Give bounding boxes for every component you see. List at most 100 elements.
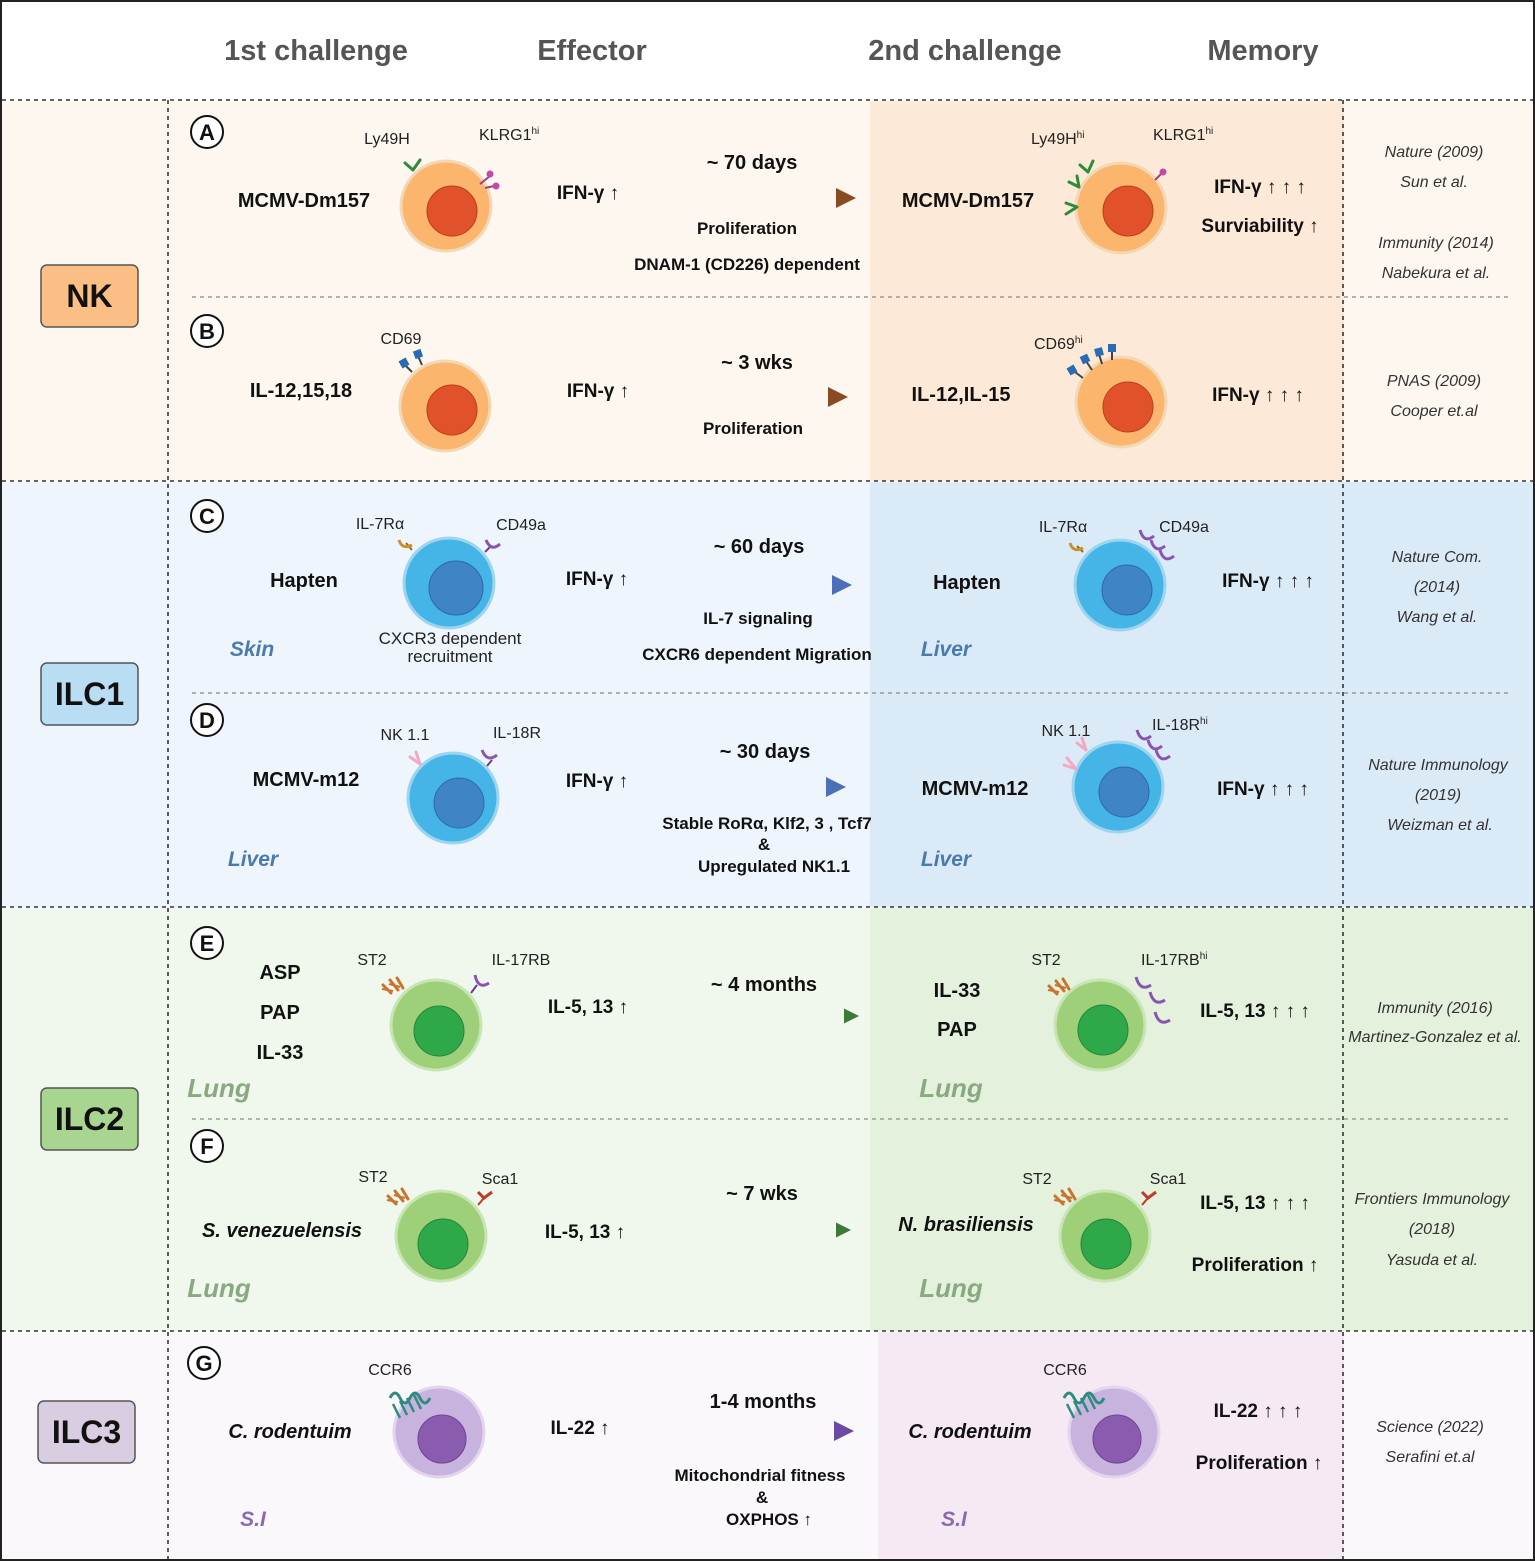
tissue-first: S.I [240,1508,267,1531]
time-interval: ~ 4 months [711,974,817,996]
tissue-second: Lung [919,1273,983,1303]
mechanism-note-2: DNAM-1 (CD226) dependent [634,255,860,274]
mechanism-note-1: Proliferation [703,419,803,438]
reference-line: (2018) [1409,1221,1455,1238]
nk-label-box [40,264,139,328]
stimulus-second: MCMV-m12 [922,778,1029,800]
receptor-first-a: CD69 [381,331,422,348]
tissue-second: Liver [921,638,973,661]
memory-ilc1-cell-icon [1062,729,1171,834]
row-dividers [192,296,1512,1120]
stimulus-second: IL-12,IL-15 [912,384,1011,406]
receptor-first-a: CCR6 [368,1362,412,1379]
receptor-second-b: IL-17RBhi [1141,951,1208,969]
time-interval: ~ 7 wks [726,1183,798,1205]
ilc2-bg-ref [1344,908,1533,1331]
row-letter-badge [190,1129,224,1163]
row-letter-badge [190,926,224,960]
stimulus-first-2: PAP [260,1002,300,1024]
ilc3-label-box [37,1400,136,1464]
reference-line: Nabekura et al. [1382,265,1491,282]
nk-cell-icon [398,348,492,453]
stimulus-first: IL-12,15,18 [250,380,352,402]
receptor-first-a: ST2 [357,952,386,969]
row-letter-badge [190,703,224,737]
stimulus-second: N. brasiliensis [898,1214,1034,1236]
memory-output-2: Proliferation ↑ [1192,1255,1319,1276]
memory-output-1: IFN-γ ↑ ↑ ↑ [1212,385,1304,406]
stimulus-first-3: IL-33 [257,1042,304,1064]
receptor-first-a: Ly49H [364,131,410,148]
receptor-first-b: IL-17RB [492,952,551,969]
memory-output-1: IL-5, 13 ↑ ↑ ↑ [1200,1001,1310,1022]
tissue-first: Lung [187,1073,251,1103]
time-interval: ~ 30 days [720,741,811,763]
header-effector: Effector [537,35,647,67]
tissue-first: Lung [187,1273,251,1303]
ilc3-bg-ref [1344,1332,1533,1559]
stimulus-first: Hapten [270,570,338,592]
receptor-second-a: NK 1.1 [1042,723,1091,740]
row-e: E ASP PAP IL-33 ST2 IL-17RB Lung IL-5, 1… [187,926,1522,1103]
row-b: B IL-12,15,18 CD69 IFN-γ ↑ ~ 3 wks Proli… [190,314,1481,453]
receptor-first-b: Sca1 [482,1171,519,1188]
ilc2-label-box [40,1087,139,1151]
effector-output: IFN-γ ↑ [566,569,628,590]
stimulus-first: MCMV-Dm157 [238,190,370,212]
receptor-second-b: CD49a [1159,519,1209,536]
mechanism-note-amp: & [758,835,770,854]
row-letter: F [200,1134,213,1159]
receptor-first-a: NK 1.1 [381,727,430,744]
receptor-second-a: CCR6 [1043,1362,1087,1379]
header-memory: Memory [1207,35,1318,67]
section-dividers [2,99,1533,1559]
row-letter: E [200,931,215,956]
reference-line: Science (2022) [1376,1419,1484,1436]
ilc2-label: ILC2 [55,1101,124,1137]
receptor-first-a: IL-7Rα [356,516,404,533]
row-letter-badge [190,115,224,149]
nk-bg-ref [1344,101,1533,481]
reference-line: Cooper et.al [1390,403,1478,420]
mechanism-note-2: OXPHOS ↑ [726,1510,812,1529]
ilc2-cell-icon [386,1187,493,1283]
ilc1-label-box [40,662,139,726]
effector-output: IFN-γ ↑ [557,183,619,204]
reference-line: Nature (2009) [1385,144,1484,161]
ilc2-cell-icon [381,974,490,1072]
reference-line: (2014) [1414,579,1460,596]
cell-note-1: CXCR3 dependent [379,629,522,648]
reference-line: Sun et al. [1400,174,1468,191]
reference-line: PNAS (2009) [1387,373,1481,390]
row-letter-badge [190,499,224,533]
memory-output-1: IFN-γ ↑ ↑ ↑ [1217,779,1309,800]
tissue-second: Liver [921,848,973,871]
tissue-second: Lung [919,1073,983,1103]
row-letter: C [199,504,215,529]
ilc1-bg-ref [1344,482,1533,907]
reference-line: Martinez-Gonzalez et al. [1348,1029,1521,1046]
receptor-second-b: Sca1 [1150,1171,1187,1188]
memory-ilc1-cell-icon [1068,529,1175,632]
effector-output: IFN-γ ↑ [566,771,628,792]
row-g: G C. rodentuim CCR6 S.I IL-22 ↑ 1-4 mont… [187,1346,1484,1531]
row-letter: B [199,319,215,344]
stimulus-second: C. rodentuim [908,1421,1031,1443]
mechanism-note-1: Proliferation [697,219,797,238]
header-second-challenge: 2nd challenge [868,35,1061,67]
mechanism-note-2: Upregulated NK1.1 [698,857,850,876]
receptor-second-a: ST2 [1031,952,1060,969]
memory-output-1: IL-22 ↑ ↑ ↑ [1214,1401,1303,1422]
mechanism-note-1: Stable RoRα, Klf2, 3 , Tcf7 [662,814,871,833]
reference-line: Nature Com. [1392,549,1483,566]
row-d: D MCMV-m12 NK 1.1 IL-18R Liver IFN-γ ↑ ~… [190,703,1509,876]
receptor-second-a: IL-7Rα [1039,519,1087,536]
receptor-first-a: ST2 [358,1169,387,1186]
receptor-second-a: CD69hi [1034,335,1083,353]
stimulus-first: MCMV-m12 [253,769,360,791]
reference-line: Wang et al. [1397,609,1478,626]
memory-output-2: Proliferation ↑ [1196,1453,1323,1474]
memory-output-2: Surviability ↑ [1201,216,1318,237]
ilc3-label: ILC3 [52,1414,121,1450]
